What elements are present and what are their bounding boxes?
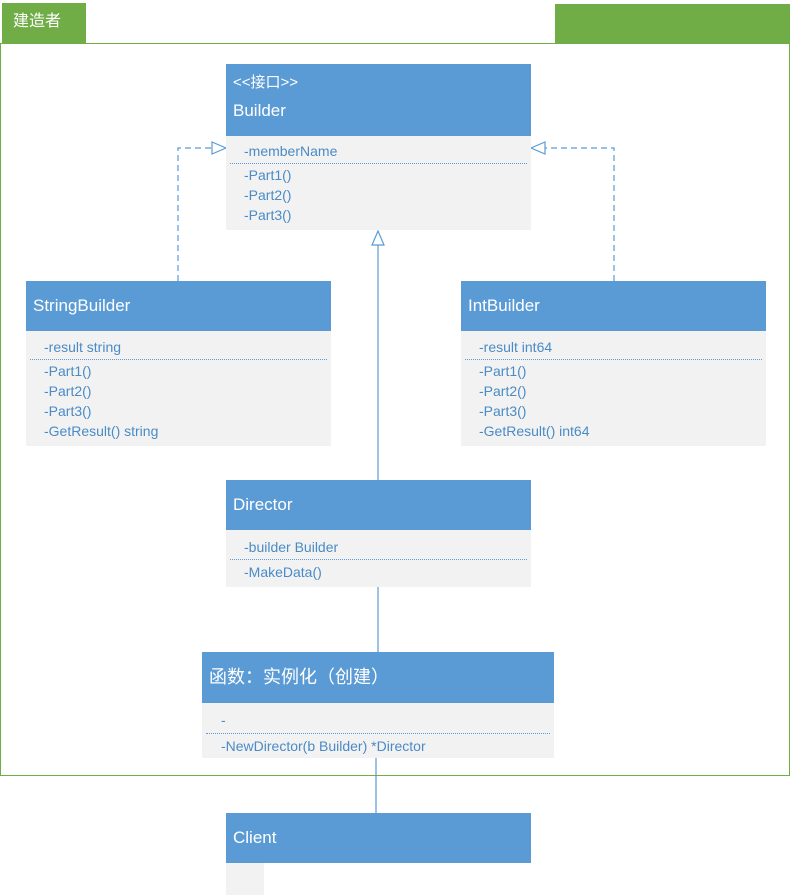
director-attribute: -builder Builder [244, 539, 339, 555]
builder-stereotype: <<接口>> [233, 74, 299, 91]
intbuilder-name: IntBuilder [468, 296, 540, 315]
intbuilder-attributes: -result int64 [461, 331, 766, 357]
factory-divider [206, 733, 550, 734]
intbuilder-attribute: -result int64 [479, 339, 553, 355]
factory-name: 函数：实例化（创建） [209, 667, 389, 687]
stringbuilder-method: -GetResult() string [44, 423, 159, 439]
stringbuilder-name: StringBuilder [33, 296, 131, 315]
intbuilder-header: IntBuilder [461, 281, 766, 331]
realization-line-intbuilder [545, 147, 615, 281]
stringbuilder-method: -Part2() [44, 383, 92, 399]
director-class: Director -builder Builder -MakeData() [226, 480, 531, 587]
container-title: 建造者 [2, 3, 86, 43]
builder-name: Builder [233, 101, 286, 120]
stringbuilder-method: -Part3() [44, 403, 92, 419]
builder-header: <<接口>> Builder [226, 64, 531, 136]
builder-class: <<接口>> Builder -memberName -Part1() -Par… [226, 64, 531, 230]
client-header: Client [226, 813, 531, 863]
stringbuilder-divider [30, 359, 327, 360]
director-attributes: -builder Builder [226, 530, 531, 557]
client-body [226, 863, 264, 895]
client-name: Client [233, 828, 277, 847]
director-divider [230, 559, 527, 560]
intbuilder-method: -GetResult() int64 [479, 423, 590, 439]
realization-line-stringbuilder [177, 147, 212, 281]
director-header: Director [226, 480, 531, 530]
builder-methods: -Part1() -Part2() -Part3() [226, 164, 531, 225]
stringbuilder-method: -Part1() [44, 363, 92, 379]
intbuilder-method: -Part2() [479, 383, 527, 399]
factory-attribute: - [221, 712, 226, 728]
builder-method: -Part1() [244, 167, 292, 183]
factory-class: 函数：实例化（创建） - -NewDirector(b Builder) *Di… [202, 652, 554, 758]
stringbuilder-attribute: -result string [44, 339, 122, 355]
director-methods: -MakeData() [226, 560, 531, 582]
container-tab-decoration [555, 4, 790, 43]
intbuilder-method: -Part1() [479, 363, 527, 379]
container-frame [0, 43, 790, 776]
builder-attribute: -memberName [244, 143, 338, 159]
builder-method: -Part3() [244, 207, 292, 223]
builder-method: -Part2() [244, 187, 292, 203]
builder-attributes: -memberName [226, 136, 531, 161]
factory-methods: -NewDirector(b Builder) *Director [202, 734, 554, 756]
client-class: Client [226, 813, 531, 863]
director-builder-arrowhead [371, 229, 385, 246]
intbuilder-method: -Part3() [479, 403, 527, 419]
realization-arrowhead-right [529, 141, 546, 155]
stringbuilder-header: StringBuilder [26, 281, 331, 331]
factory-method: -NewDirector(b Builder) *Director [221, 738, 426, 754]
realization-arrowhead-left [211, 141, 228, 155]
intbuilder-methods: -Part1() -Part2() -Part3() -GetResult() … [461, 360, 766, 441]
stringbuilder-methods: -Part1() -Part2() -Part3() -GetResult() … [26, 360, 331, 441]
factory-header: 函数：实例化（创建） [202, 652, 554, 703]
factory-attributes: - [202, 703, 554, 730]
intbuilder-divider [465, 359, 762, 360]
builder-divider [230, 163, 527, 164]
director-name: Director [233, 495, 293, 514]
stringbuilder-attributes: -result string [26, 331, 331, 357]
stringbuilder-class: StringBuilder -result string -Part1() -P… [26, 281, 331, 446]
intbuilder-class: IntBuilder -result int64 -Part1() -Part2… [461, 281, 766, 446]
director-method: -MakeData() [244, 564, 322, 580]
